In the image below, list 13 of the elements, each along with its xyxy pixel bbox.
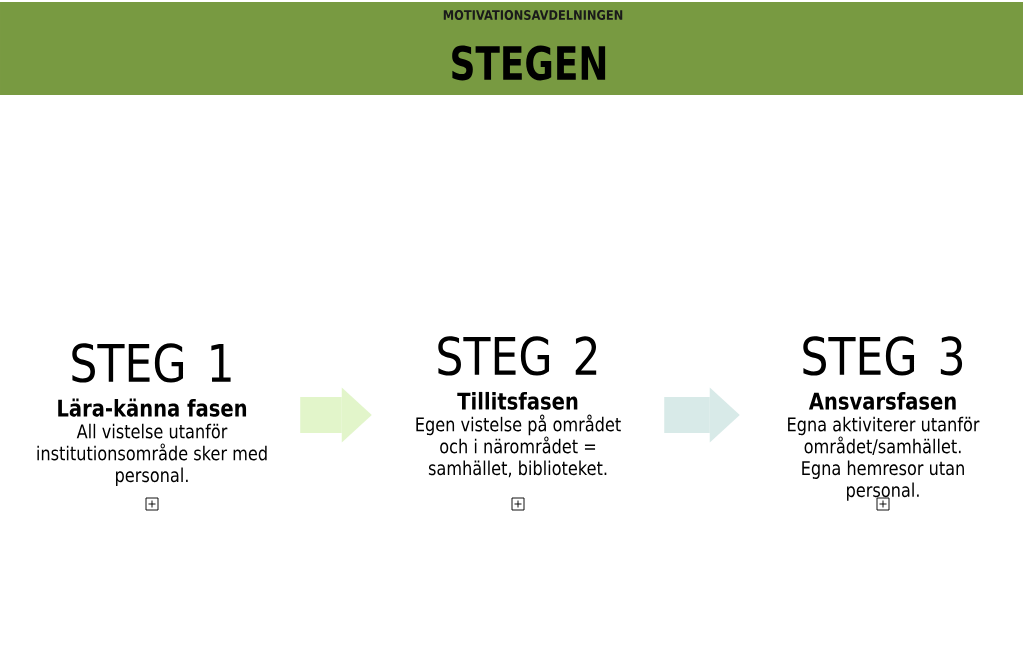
step-title: STEG 1: [72, 343, 231, 383]
block-arrow: [664, 387, 740, 443]
department-name: MOTIVATIONSAVDELNINGEN: [443, 10, 623, 20]
step-title: STEG 3: [803, 336, 963, 376]
title-text: STEGEN: [452, 45, 606, 81]
step-description: Egen vistelse på området och i närområdet = samhället, biblioteket.: [416, 414, 621, 478]
step-description: Egna aktiviterer utanför området/samhället. Egna hemresor utan personal.: [788, 416, 980, 501]
step-description: All vistelse utanför institutionsområde sker med personal.: [37, 423, 267, 486]
phase-name: Ansvarsfasen: [808, 391, 956, 410]
phase-name: Tillitsfasen: [457, 391, 578, 410]
phase-name: Lära-känna fasen: [58, 398, 247, 417]
step-title: STEG 2: [438, 336, 597, 376]
block-arrow: [300, 387, 372, 443]
